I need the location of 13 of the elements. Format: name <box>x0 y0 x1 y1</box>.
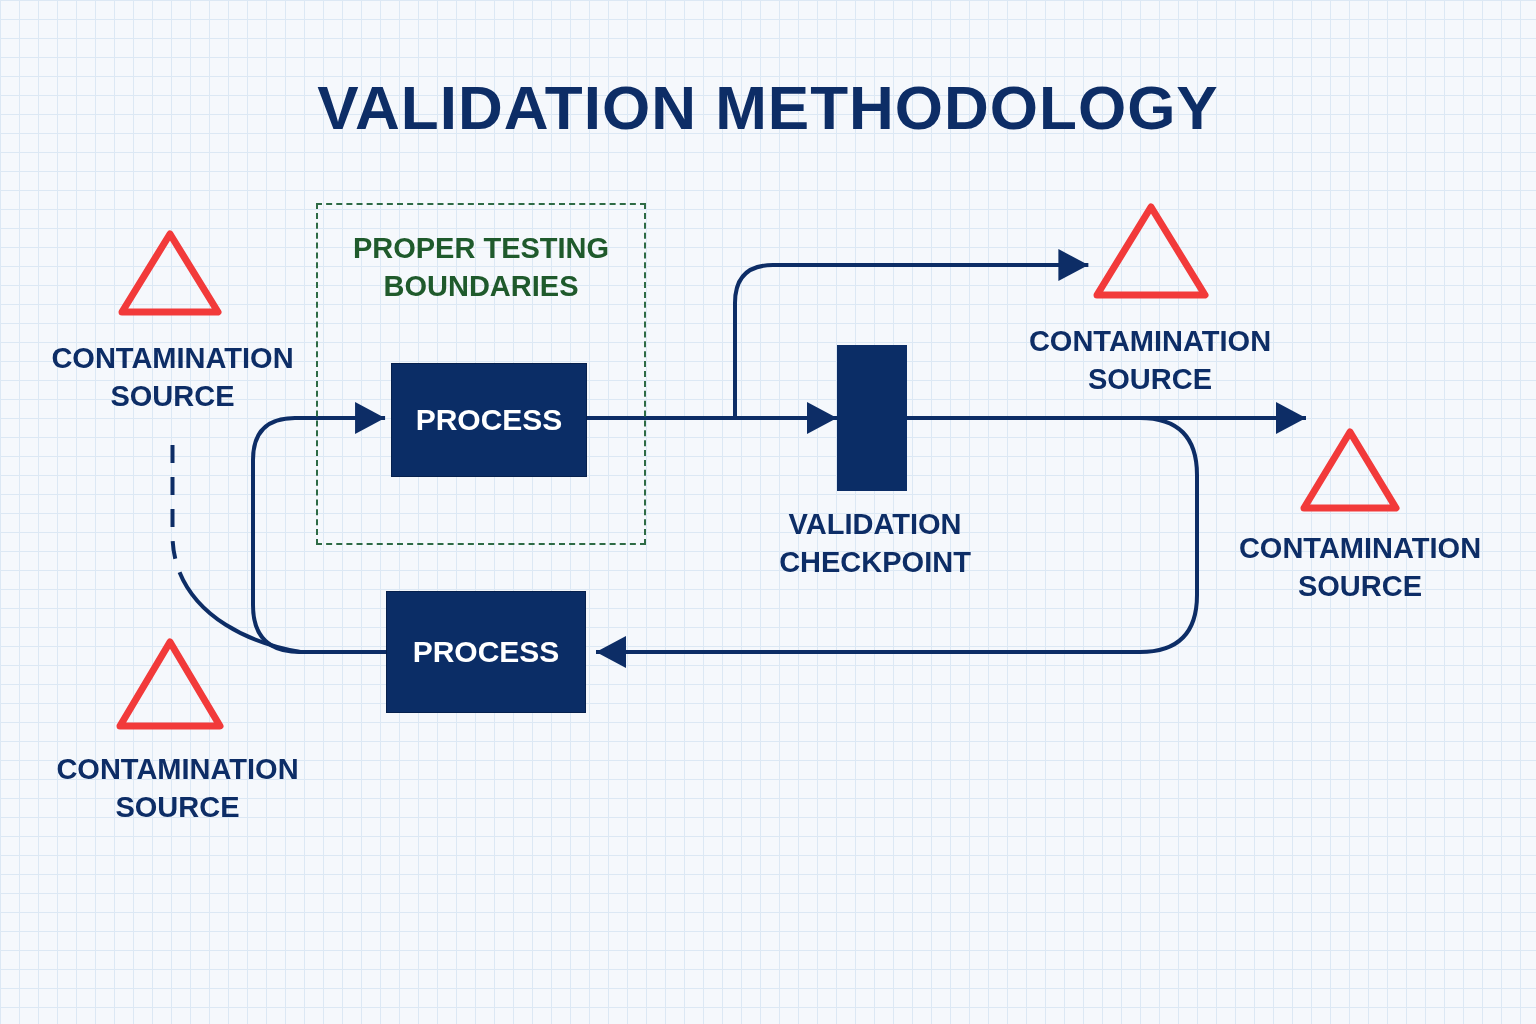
checkpoint-bar <box>837 345 907 491</box>
node-caption: CONTAMINATION SOURCE <box>1237 531 1483 604</box>
node-caption: CONTAMINATION SOURCE <box>1027 324 1273 397</box>
testing-boundary-box <box>316 203 646 545</box>
node-caption: CONTAMINATION SOURCE <box>50 341 295 414</box>
arrow <box>596 416 1199 668</box>
boundary-label: PROPER TESTING BOUNDARIES <box>351 231 611 304</box>
arrow <box>251 402 386 654</box>
node-caption: VALIDATION CHECKPOINT <box>778 507 972 580</box>
node-caption: CONTAMINATION SOURCE <box>55 752 300 825</box>
process-box: PROCESS <box>386 591 586 713</box>
process-box: PROCESS <box>391 363 587 477</box>
diagram-title: VALIDATION METHODOLOGY <box>316 72 1220 143</box>
